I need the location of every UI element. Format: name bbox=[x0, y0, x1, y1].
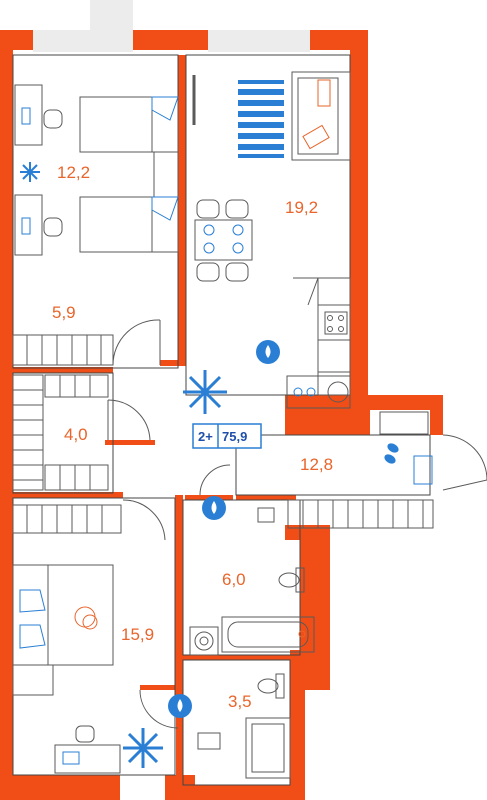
rug bbox=[238, 80, 284, 158]
snowflake-icon bbox=[123, 728, 163, 768]
living-furniture bbox=[192, 71, 351, 409]
area-label-hall: 5,9 bbox=[52, 303, 76, 322]
rooms-count: 2+ bbox=[198, 429, 213, 444]
windows bbox=[33, 0, 310, 52]
hall-wardrobe bbox=[12, 319, 161, 366]
bedroom-bottom-furniture bbox=[12, 499, 166, 774]
drop-icon bbox=[168, 694, 192, 718]
apartment-badge: 2+ 75,9 bbox=[192, 423, 262, 449]
snowflake-icon bbox=[20, 162, 40, 182]
snowflake-icon bbox=[183, 370, 227, 414]
walls bbox=[0, 30, 443, 800]
bedroom-top-furniture bbox=[14, 84, 179, 256]
area-label-bedroom-top: 12,2 bbox=[57, 163, 90, 182]
area-label-bedroom-bottom: 15,9 bbox=[121, 625, 154, 644]
area-label-living: 19,2 bbox=[285, 198, 318, 217]
closet-racks bbox=[12, 374, 151, 491]
corridor-furniture bbox=[199, 411, 487, 529]
area-label-toilet: 3,5 bbox=[228, 692, 252, 711]
total-area: 75,9 bbox=[222, 429, 247, 444]
drop-icon bbox=[256, 340, 280, 364]
slippers-icon bbox=[384, 443, 399, 464]
bathroom-fixtures bbox=[189, 567, 315, 656]
area-label-bathroom: 6,0 bbox=[222, 570, 246, 589]
drop-icon bbox=[202, 496, 226, 520]
area-label-closet: 4,0 bbox=[64, 425, 88, 444]
area-label-corridor: 12,8 bbox=[300, 455, 333, 474]
toilet-fixtures bbox=[139, 673, 291, 779]
